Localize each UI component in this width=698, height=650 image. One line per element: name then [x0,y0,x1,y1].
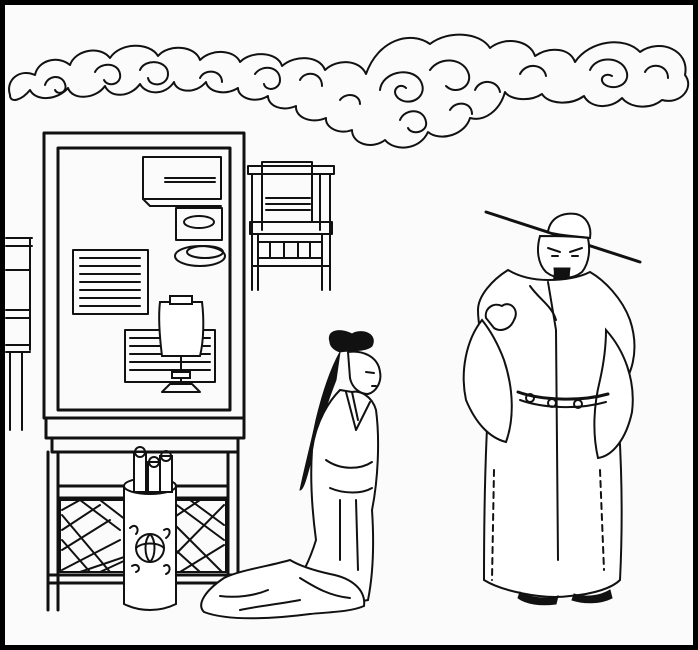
kneeling-woman [200,330,382,620]
folding-screen-shelf [42,131,246,612]
lantern [158,295,205,393]
scroll-vase [123,446,177,611]
cloud-band [8,33,690,149]
partial-shelf [5,237,33,431]
side-chair [247,161,335,291]
standing-official [462,210,642,606]
